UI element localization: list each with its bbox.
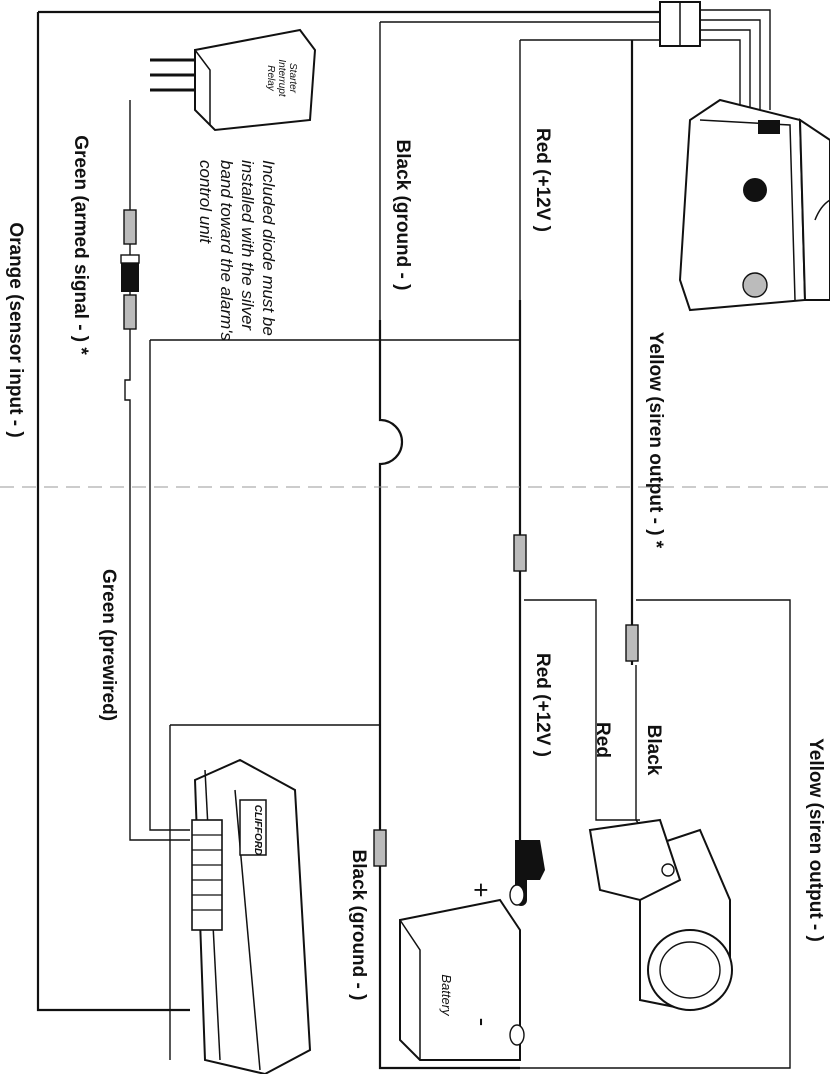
starter-interrupt-relay <box>150 28 317 132</box>
relay-label-1: Starter <box>287 63 298 94</box>
battery-plus: + <box>466 882 496 897</box>
label-red-siren: Red <box>592 722 613 758</box>
control-unit-connector <box>191 819 223 931</box>
unit-loop <box>169 724 381 1060</box>
diode-icon <box>120 254 140 292</box>
harness-bundle <box>700 9 771 110</box>
control-unit-brand: CLIFFORD <box>252 805 263 856</box>
control-unit <box>191 758 312 1074</box>
green-prewired-wire <box>149 340 190 831</box>
red-siren-branch <box>524 599 640 821</box>
diode-note-line3: band toward the alarm's <box>217 160 236 341</box>
diode-note-line2: installed with the silver <box>238 160 257 331</box>
label-black-ground-top: Black (ground - ) <box>392 140 413 291</box>
battery-icon <box>399 884 525 1061</box>
green-armed-wire <box>124 100 190 841</box>
top-harness-wire-2 <box>379 21 660 320</box>
label-yellow-siren-top: Yellow (siren output - ) * <box>645 332 666 549</box>
relay-label-3: Relay <box>265 65 276 92</box>
battery-minus: - <box>468 1018 498 1027</box>
siren-icon <box>588 818 733 1012</box>
relay-label-2: Interrupt <box>276 59 287 97</box>
siren-housing-top <box>678 98 830 312</box>
label-green-armed: Green (armed signal - ) * <box>70 135 91 355</box>
yellow-siren-branch <box>520 599 791 1069</box>
label-yellow-siren-bottom: Yellow (siren output - ) <box>805 738 826 942</box>
label-black-ground-bottom: Black (ground - ) <box>348 850 369 1001</box>
orange-wire <box>36 12 190 1012</box>
label-green-prewired: Green (prewired) <box>98 569 119 721</box>
label-red-12v-bottom: Red (+12V ) <box>532 653 553 757</box>
diode-note-line1: Included diode must be <box>259 160 278 336</box>
label-orange-sensor: Orange (sensor input - ) <box>5 222 26 437</box>
top-harness-wire-3 <box>519 39 660 300</box>
diode-note-line4: control unit <box>196 160 215 244</box>
splice-connectors <box>123 209 639 867</box>
label-black-siren: Black <box>643 725 664 776</box>
battery-label: Battery <box>439 974 454 1017</box>
label-red-12v-top: Red (+12V ) <box>532 128 553 232</box>
black-ground-wire <box>378 320 520 1070</box>
